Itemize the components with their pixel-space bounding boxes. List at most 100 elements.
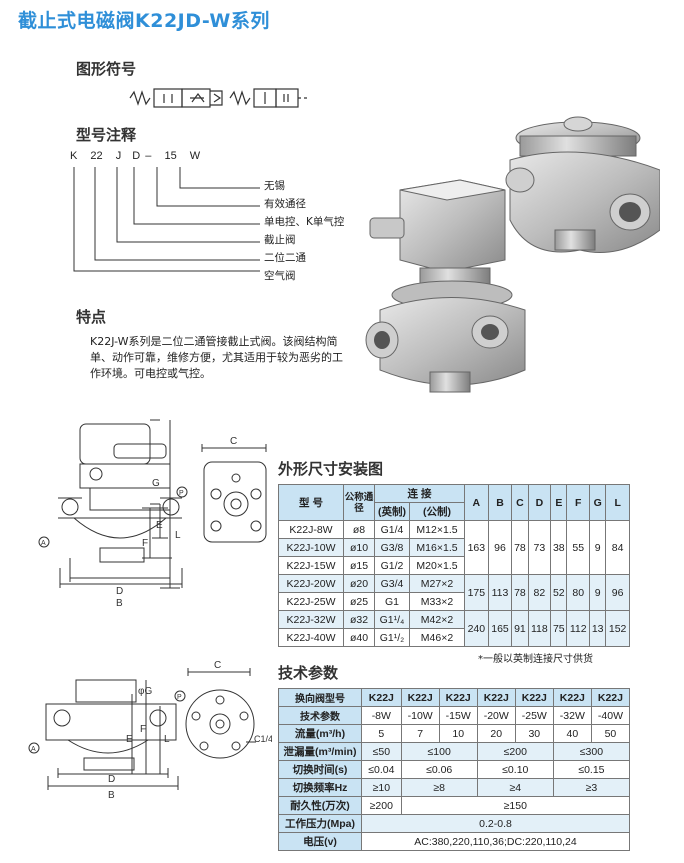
features-heading: 特点 bbox=[76, 308, 107, 326]
dim-label-l: L bbox=[175, 530, 181, 541]
dim-header: 公称通径 bbox=[343, 484, 375, 521]
table-cell: G3/4 bbox=[374, 574, 410, 593]
product-photo bbox=[365, 116, 660, 393]
legend-item: 有效通径 bbox=[264, 198, 306, 210]
table-cell: ≥8 bbox=[400, 778, 478, 797]
dim-header: A bbox=[464, 484, 489, 521]
tech-model: K22J bbox=[552, 688, 592, 707]
dim-label-e-bottom: E bbox=[126, 734, 133, 745]
tech-model-suffix: -10W bbox=[400, 706, 440, 725]
table-cell: ≥150 bbox=[400, 796, 631, 815]
table-cell: 163 bbox=[464, 520, 489, 575]
table-cell: G1¹/₄ bbox=[374, 610, 410, 629]
dimension-drawing-top-plan: C bbox=[201, 436, 267, 543]
dim-label-g: G bbox=[152, 478, 160, 489]
dim-label-f-bottom: F bbox=[140, 724, 146, 735]
dim-label-a-bottom: A bbox=[31, 746, 36, 753]
table-cell: 96 bbox=[487, 520, 513, 575]
tech-row-label: 切换时间(s) bbox=[278, 760, 362, 779]
dim-label-c: C bbox=[230, 436, 237, 447]
model-code: K 22 J D – 15 W bbox=[70, 150, 200, 162]
table-cell: 78 bbox=[511, 574, 529, 611]
dim-note: *一般以英制连接尺寸供货 bbox=[478, 654, 593, 665]
table-cell: 40 bbox=[552, 724, 592, 743]
dim-label-g-bottom: φG bbox=[138, 686, 152, 697]
table-cell: M42×2 bbox=[409, 610, 465, 629]
dim-header: C bbox=[511, 484, 529, 521]
legend-item: 截止阀 bbox=[264, 234, 296, 246]
dim-header: 型 号 bbox=[278, 484, 344, 521]
table-cell: K22J-10W bbox=[278, 538, 344, 557]
dim-header: E bbox=[550, 484, 568, 521]
table-cell: K22J-32W bbox=[278, 610, 344, 629]
table-cell: 0.2-0.8 bbox=[361, 814, 630, 833]
tech-heading: 技术参数 bbox=[278, 664, 339, 682]
table-cell: 175 bbox=[464, 574, 489, 611]
tech-row-label: 工作压力(Mpa) bbox=[278, 814, 362, 833]
tech-model-suffix: -25W bbox=[514, 706, 554, 725]
table-cell: K22J-20W bbox=[278, 574, 344, 593]
table-cell: 20 bbox=[476, 724, 516, 743]
tech-model-suffix: -32W bbox=[552, 706, 592, 725]
dim-header: 连 接 bbox=[374, 484, 465, 503]
page-title: 截止式电磁阀K22JD-W系列 bbox=[18, 10, 270, 32]
legend-item: 无锡 bbox=[264, 180, 285, 192]
table-cell: ø8 bbox=[343, 520, 375, 539]
table-cell: 38 bbox=[550, 520, 568, 575]
dim-heading: 外形尺寸安装图 bbox=[278, 460, 384, 478]
dim-header: F bbox=[566, 484, 591, 521]
table-cell: K22J-15W bbox=[278, 556, 344, 575]
dim-label-p-bottom: P bbox=[177, 694, 182, 701]
table-cell: ≤0.06 bbox=[400, 760, 478, 779]
dim-label-a: A bbox=[41, 540, 46, 547]
table-cell: ≤100 bbox=[400, 742, 478, 761]
model-code-part: J bbox=[115, 150, 122, 162]
table-cell: ø40 bbox=[343, 628, 375, 647]
dim-header: (英制) bbox=[374, 502, 410, 521]
table-cell: 78 bbox=[511, 520, 529, 575]
table-cell: 84 bbox=[605, 520, 630, 575]
tech-model-suffix: -20W bbox=[476, 706, 516, 725]
tech-corner-top: 换向阀型号 bbox=[278, 688, 362, 707]
dim-label-b-bottom: B bbox=[108, 790, 115, 801]
table-cell: M33×2 bbox=[409, 592, 465, 611]
table-cell: 9 bbox=[589, 520, 607, 575]
dimension-table: 型 号 公称通径 连 接 A B C D E F G L (英制) (公制) K… bbox=[278, 484, 630, 647]
table-cell: ø15 bbox=[343, 556, 375, 575]
table-cell: K22J-25W bbox=[278, 592, 344, 611]
dim-label-c14: C1/4 bbox=[254, 734, 272, 744]
table-cell: ≤0.10 bbox=[476, 760, 554, 779]
table-cell: 73 bbox=[527, 520, 552, 575]
table-cell: 80 bbox=[566, 574, 591, 611]
tech-model: K22J bbox=[438, 688, 478, 707]
table-cell: 52 bbox=[550, 574, 568, 611]
table-cell: 13 bbox=[589, 610, 607, 647]
legend-item: 单电控、K单气控 bbox=[264, 216, 345, 228]
dim-header: D bbox=[527, 484, 552, 521]
table-cell: ø25 bbox=[343, 592, 375, 611]
dim-label-b: B bbox=[116, 598, 123, 608]
table-cell: G3/8 bbox=[374, 538, 410, 557]
tech-model-suffix: -8W bbox=[361, 706, 402, 725]
table-cell: ≥200 bbox=[361, 796, 402, 815]
dim-label-l-bottom: L bbox=[164, 734, 170, 745]
legend-item: 二位二通 bbox=[264, 252, 306, 264]
model-code-part: 15 bbox=[164, 150, 177, 162]
model-heading: 型号注释 bbox=[76, 126, 137, 144]
tech-table: 换向阀型号 K22J K22J K22J K22J K22J K22J K22J… bbox=[278, 688, 631, 851]
table-cell: 113 bbox=[487, 574, 513, 611]
table-cell: M20×1.5 bbox=[409, 556, 465, 575]
table-cell: 165 bbox=[487, 610, 513, 647]
dim-label-d: D bbox=[116, 586, 123, 597]
table-cell: ø10 bbox=[343, 538, 375, 557]
legend-item: 空气阀 bbox=[264, 270, 296, 282]
table-cell: G1/2 bbox=[374, 556, 410, 575]
table-cell: 5 bbox=[361, 724, 402, 743]
table-cell: ø32 bbox=[343, 610, 375, 629]
model-code-part: – bbox=[145, 150, 152, 162]
model-code-legend: 无锡 有效通径 单电控、K单气控 截止阀 二位二通 空气阀 bbox=[264, 180, 344, 288]
table-cell: ≤50 bbox=[361, 742, 402, 761]
table-cell: ≥4 bbox=[476, 778, 554, 797]
table-cell: M12×1.5 bbox=[409, 520, 465, 539]
table-cell: 96 bbox=[605, 574, 630, 611]
